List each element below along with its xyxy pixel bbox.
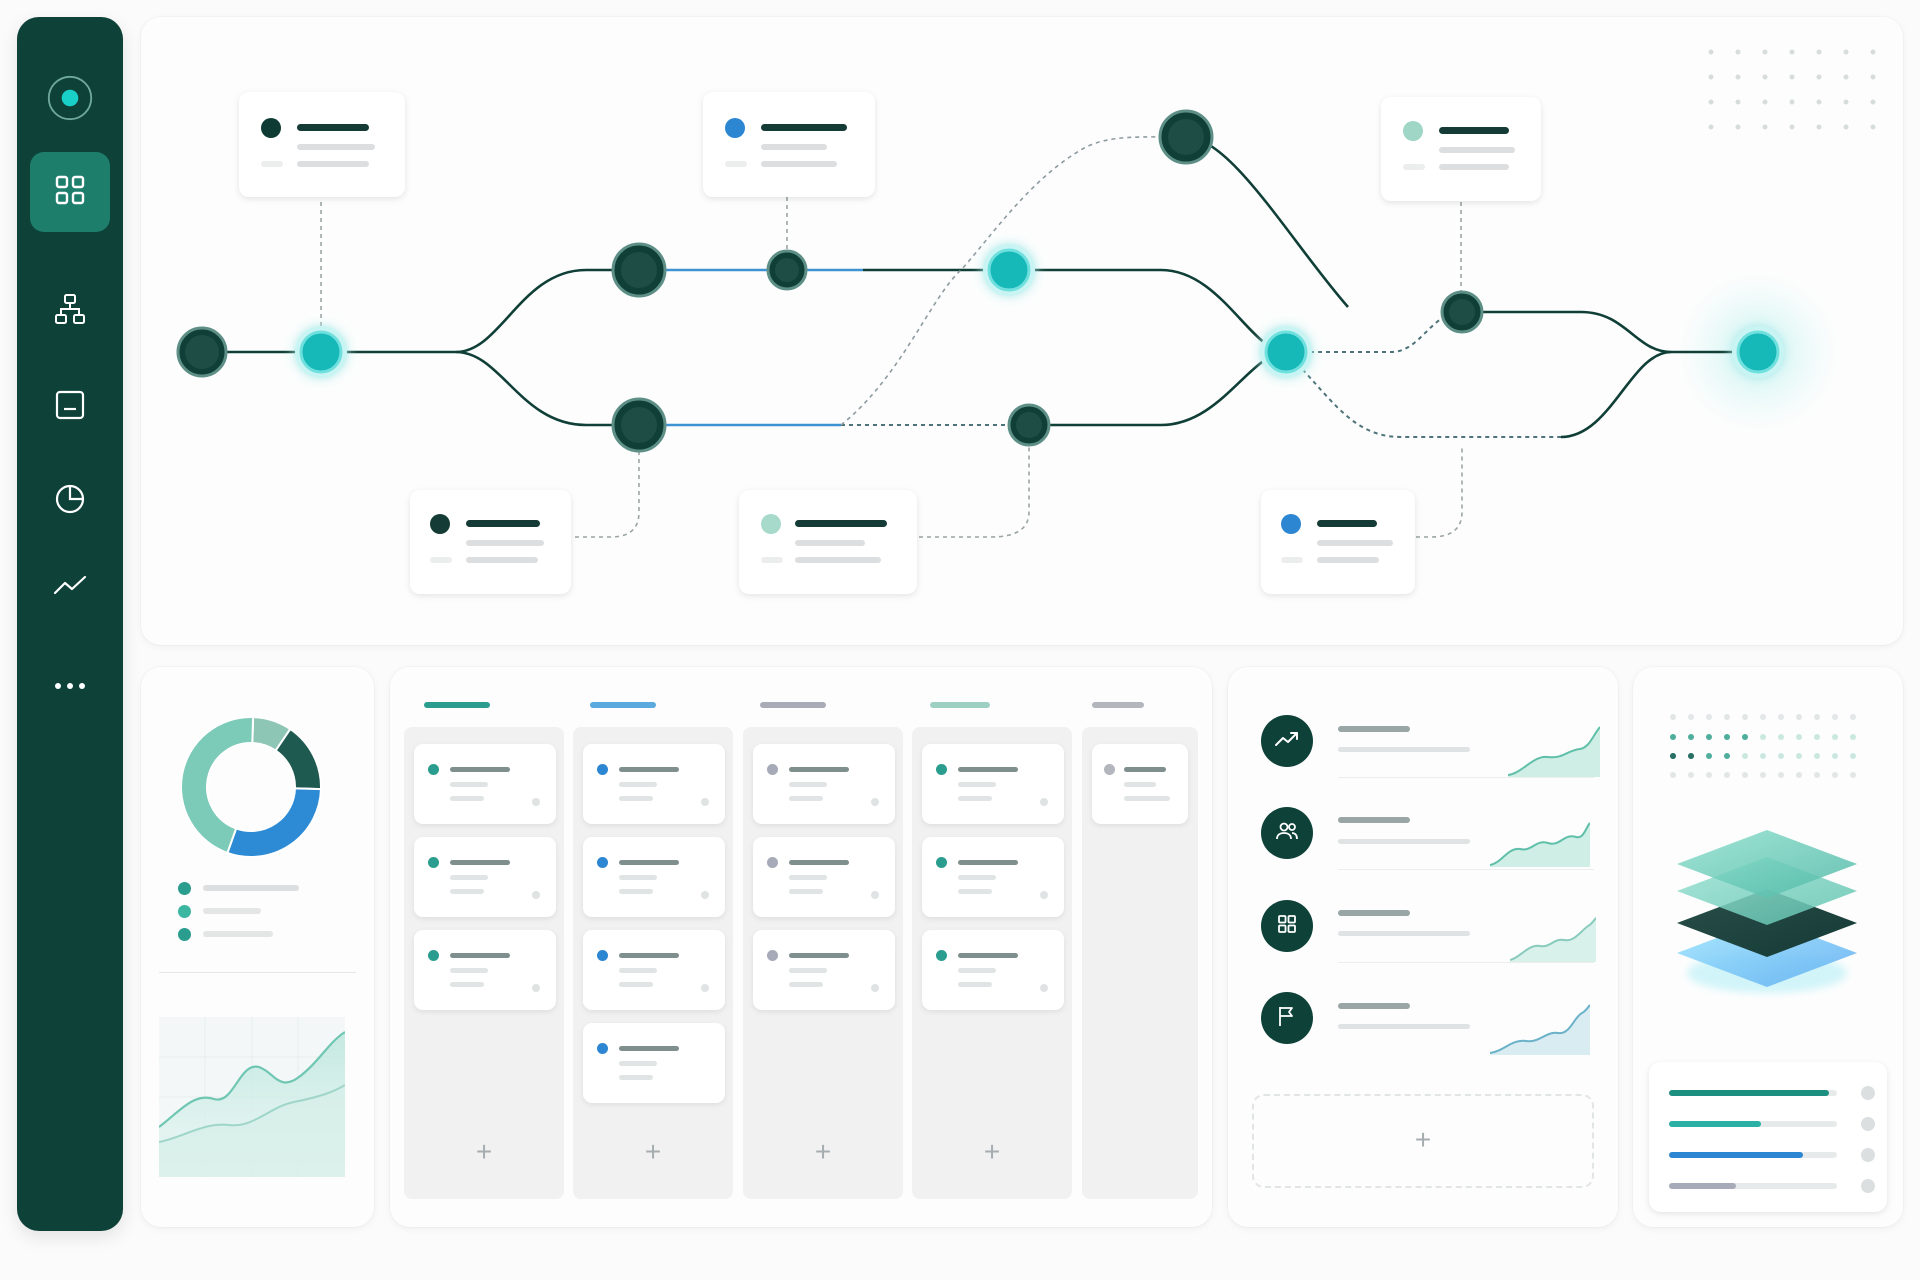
legend-dot	[178, 882, 191, 895]
kanban-card[interactable]	[753, 930, 895, 1010]
column-header	[760, 702, 826, 708]
status-dot[interactable]	[1861, 1179, 1875, 1193]
status-dot[interactable]	[1861, 1117, 1875, 1131]
grid-icon	[54, 174, 86, 211]
workflow-node[interactable]	[176, 326, 228, 378]
nav-reports[interactable]	[46, 477, 94, 525]
summary-panel	[141, 667, 374, 1227]
workflow-card[interactable]	[703, 92, 875, 197]
workflow-node-active[interactable]	[983, 244, 1035, 296]
donut-chart	[180, 716, 322, 858]
kanban-card[interactable]	[583, 930, 725, 1010]
kanban-card[interactable]	[922, 930, 1064, 1010]
sparkline	[1508, 726, 1600, 777]
kanban-panel: + + + +	[390, 667, 1212, 1227]
metric-row-3[interactable]	[1261, 900, 1313, 952]
dot-grid-decoration	[1670, 714, 1856, 778]
sidebar	[17, 17, 123, 1231]
nav-dashboard[interactable]	[30, 152, 110, 232]
workflow-nodes	[176, 109, 1784, 453]
kanban-card[interactable]	[583, 744, 725, 824]
progress-bar	[1669, 1183, 1737, 1189]
workflow-card[interactable]	[1381, 97, 1541, 201]
area-chart	[159, 1017, 345, 1177]
kanban-card[interactable]	[414, 837, 556, 917]
metric-row-1[interactable]	[1261, 715, 1313, 767]
nav-documents[interactable]	[46, 383, 94, 431]
add-card-button[interactable]: +	[475, 1136, 493, 1167]
nav-more[interactable]	[46, 662, 94, 710]
dot-grid-decoration	[1708, 49, 1876, 130]
sparkline	[1510, 917, 1596, 962]
kanban-card[interactable]	[753, 837, 895, 917]
divider	[159, 972, 356, 973]
sparkline	[1490, 822, 1590, 867]
donut-slice	[226, 787, 322, 858]
layers-illustration	[1670, 714, 1857, 993]
document-icon	[54, 389, 86, 426]
progress-card	[1649, 1062, 1887, 1212]
kanban-card[interactable]	[583, 1023, 725, 1103]
kanban-card[interactable]	[922, 837, 1064, 917]
workflow-card[interactable]	[1261, 490, 1415, 594]
pie-chart-icon	[54, 483, 86, 520]
logo-status-icon[interactable]	[46, 74, 94, 122]
sparkline	[1490, 1004, 1590, 1055]
progress-bar	[1669, 1090, 1829, 1096]
workflow-card[interactable]	[739, 490, 917, 594]
trend-up-icon	[1274, 730, 1300, 753]
add-card-button[interactable]: +	[644, 1136, 662, 1167]
trend-line-icon	[53, 573, 87, 602]
column-header	[1092, 702, 1144, 708]
column-header	[590, 702, 656, 708]
grid-icon	[1277, 914, 1297, 939]
donut-slice	[180, 716, 255, 855]
workflow-node-active[interactable]	[1260, 326, 1312, 378]
nav-workflow[interactable]	[46, 287, 94, 335]
metrics-panel: +	[1228, 667, 1618, 1227]
workflow-node[interactable]	[1158, 109, 1214, 165]
legend-dot	[178, 928, 191, 941]
kanban-card[interactable]	[414, 930, 556, 1010]
layers-panel	[1633, 667, 1903, 1227]
flag-icon	[1277, 1005, 1297, 1032]
workflow-card[interactable]	[410, 490, 571, 594]
workflow-card[interactable]	[239, 92, 405, 197]
workflow-node[interactable]	[1440, 290, 1484, 334]
kanban-card[interactable]	[753, 744, 895, 824]
add-widget-button[interactable]: +	[1414, 1124, 1432, 1155]
add-card-button[interactable]: +	[814, 1136, 832, 1167]
nav-analytics[interactable]	[46, 563, 94, 611]
metric-row-4[interactable]	[1261, 992, 1313, 1044]
workflow-node[interactable]	[611, 242, 667, 298]
workflow-node[interactable]	[611, 397, 667, 453]
add-widget-area[interactable]	[1252, 1094, 1594, 1188]
metric-row-2[interactable]	[1261, 807, 1313, 859]
workflow-node[interactable]	[1007, 403, 1051, 447]
more-dots-icon	[53, 677, 87, 695]
legend-dot	[178, 905, 191, 918]
progress-bar	[1669, 1152, 1804, 1158]
add-card-button[interactable]: +	[983, 1136, 1001, 1167]
kanban-card[interactable]	[414, 744, 556, 824]
kanban-card[interactable]	[583, 837, 725, 917]
column-header	[930, 702, 990, 708]
workflow-graph	[176, 49, 1876, 538]
progress-bar	[1669, 1121, 1762, 1127]
column-header	[424, 702, 490, 708]
kanban-card[interactable]	[1092, 744, 1188, 824]
workflow-node-active[interactable]	[1732, 326, 1784, 378]
kanban-card[interactable]	[922, 744, 1064, 824]
workflow-panel	[141, 17, 1903, 645]
status-dot[interactable]	[1861, 1148, 1875, 1162]
hierarchy-icon	[54, 293, 86, 330]
users-icon	[1275, 821, 1299, 846]
workflow-node[interactable]	[766, 249, 808, 291]
workflow-node-active[interactable]	[295, 326, 347, 378]
status-dot[interactable]	[1861, 1086, 1875, 1100]
